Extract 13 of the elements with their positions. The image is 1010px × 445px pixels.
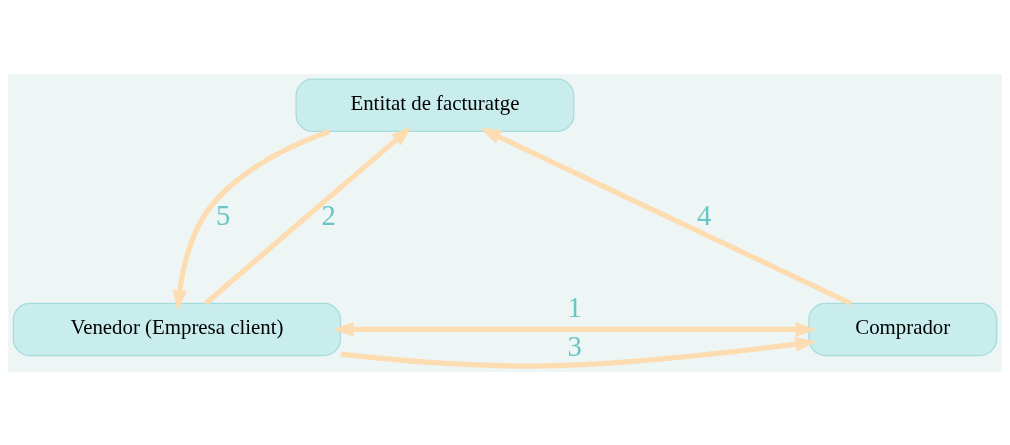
node-box: Entitat de facturatge [295, 78, 575, 132]
edge-label: 3 [567, 329, 582, 362]
edge-label: 1 [567, 290, 582, 323]
node-box: Venedor (Empresa client) [12, 302, 342, 356]
edge-label: 4 [696, 198, 712, 231]
arrow [204, 125, 412, 305]
arrow [480, 127, 852, 306]
node-box: Comprador [808, 302, 998, 356]
edge-label: 2 [321, 198, 336, 231]
arrow [340, 336, 817, 369]
arrow [332, 321, 817, 337]
arrow [172, 128, 331, 311]
edge-label: 5 [216, 198, 231, 231]
